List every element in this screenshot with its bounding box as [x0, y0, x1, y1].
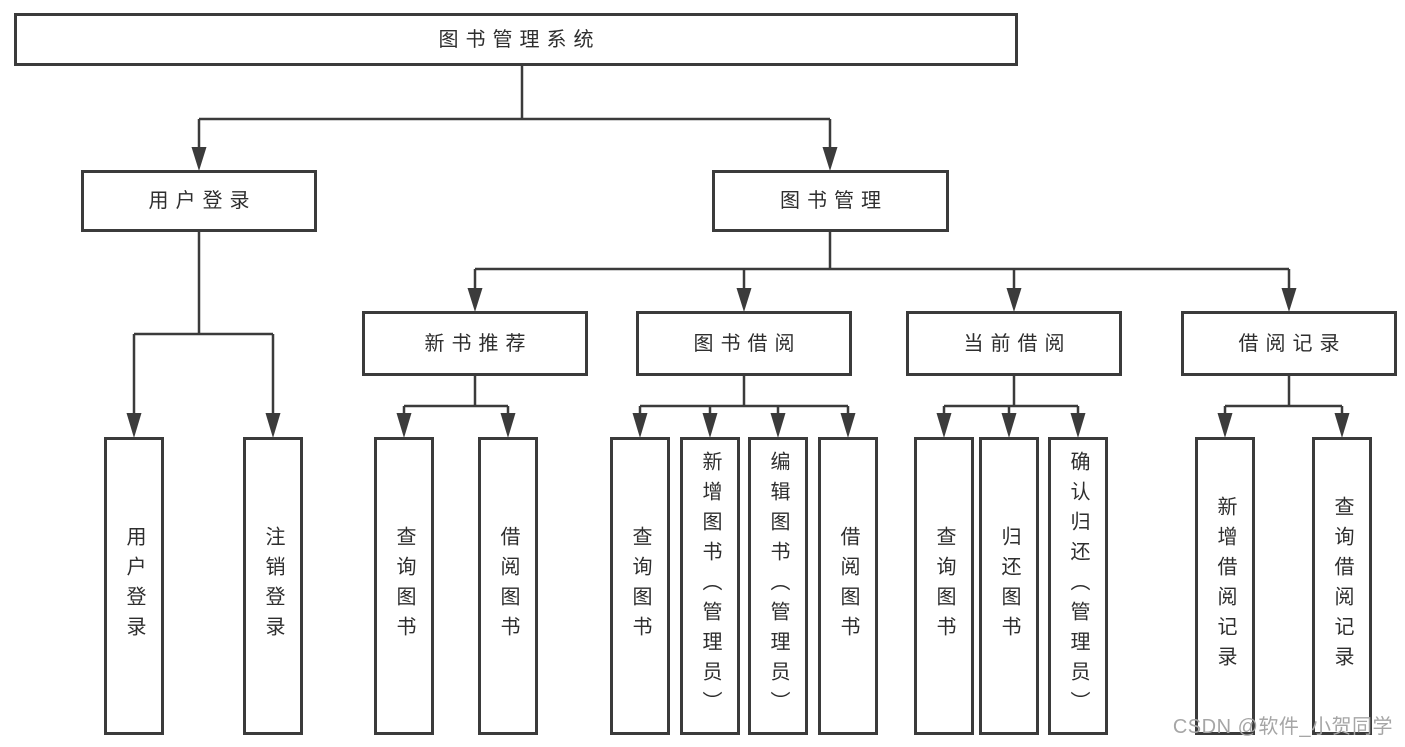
leaf-newbook-query-books: 查询图书	[374, 437, 434, 735]
node-label: 注销登录	[262, 526, 284, 646]
arrow-head-icon	[936, 413, 952, 438]
arrow-head-icon	[265, 413, 281, 438]
node-label: 确认归还（管理员）	[1067, 451, 1089, 721]
node-label: 图书借阅	[693, 332, 802, 355]
arrow-head-icon	[736, 288, 752, 312]
leaf-current-confirm-return-admin: 确认归还（管理员）	[1048, 437, 1108, 735]
arrow-head-icon	[1006, 288, 1022, 312]
node-label: 查询图书	[393, 526, 415, 646]
node-book-borrow: 图书借阅	[636, 311, 852, 376]
node-label: 查询图书	[933, 526, 955, 646]
arrow-heads	[126, 147, 1350, 438]
arrow-head-icon	[840, 413, 856, 438]
node-label: 归还图书	[998, 526, 1020, 646]
arrow-head-icon	[822, 147, 838, 171]
node-library-system: 图书管理系统	[14, 13, 1018, 66]
node-label: 图书管理系统	[438, 28, 601, 51]
arrow-head-icon	[1281, 288, 1297, 312]
node-borrow-records: 借阅记录	[1181, 311, 1397, 376]
node-label: 借阅图书	[837, 526, 859, 646]
node-user-login: 用户登录	[81, 170, 317, 232]
arrow-head-icon	[191, 147, 207, 171]
leaf-borrow-query-books: 查询图书	[610, 437, 670, 735]
arrow-head-icon	[1001, 413, 1017, 438]
leaf-borrow-add-books-admin: 新增图书（管理员）	[680, 437, 740, 735]
node-label: 新增图书（管理员）	[699, 451, 721, 721]
leaf-borrow-borrow-books: 借阅图书	[818, 437, 878, 735]
node-current-borrow: 当前借阅	[906, 311, 1122, 376]
node-label: 编辑图书（管理员）	[767, 451, 789, 721]
arrow-head-icon	[1334, 413, 1350, 438]
node-label: 当前借阅	[963, 332, 1072, 355]
arrow-head-icon	[770, 413, 786, 438]
connector-path	[132, 66, 1344, 413]
leaf-newbook-borrow-books: 借阅图书	[478, 437, 538, 735]
node-label: 借阅记录	[1238, 332, 1347, 355]
leaf-user-login: 用户登录	[104, 437, 164, 735]
leaf-records-add-record: 新增借阅记录	[1195, 437, 1255, 735]
arrow-head-icon	[1070, 413, 1086, 438]
leaf-logout: 注销登录	[243, 437, 303, 735]
node-label: 新增借阅记录	[1214, 496, 1236, 676]
arrow-head-icon	[396, 413, 412, 438]
leaf-records-query-record: 查询借阅记录	[1312, 437, 1372, 735]
arrow-head-icon	[126, 413, 142, 438]
node-book-management: 图书管理	[712, 170, 949, 232]
leaf-current-query-books: 查询图书	[914, 437, 974, 735]
node-label: 用户登录	[123, 526, 145, 646]
arrow-head-icon	[1217, 413, 1233, 438]
arrow-head-icon	[467, 288, 483, 312]
leaf-borrow-edit-books-admin: 编辑图书（管理员）	[748, 437, 808, 735]
leaf-current-return-books: 归还图书	[979, 437, 1039, 735]
node-label: 用户登录	[148, 190, 257, 212]
arrow-head-icon	[500, 413, 516, 438]
arrow-head-icon	[632, 413, 648, 438]
node-new-book-recommend: 新书推荐	[362, 311, 588, 376]
watermark: CSDN @软件_小贺同学	[1172, 716, 1393, 738]
arrow-head-icon	[702, 413, 718, 438]
node-label: 图书管理	[780, 190, 888, 212]
node-label: 新书推荐	[424, 332, 533, 355]
node-label: 查询图书	[629, 526, 651, 646]
node-label: 借阅图书	[497, 526, 519, 646]
node-label: 查询借阅记录	[1331, 496, 1353, 676]
